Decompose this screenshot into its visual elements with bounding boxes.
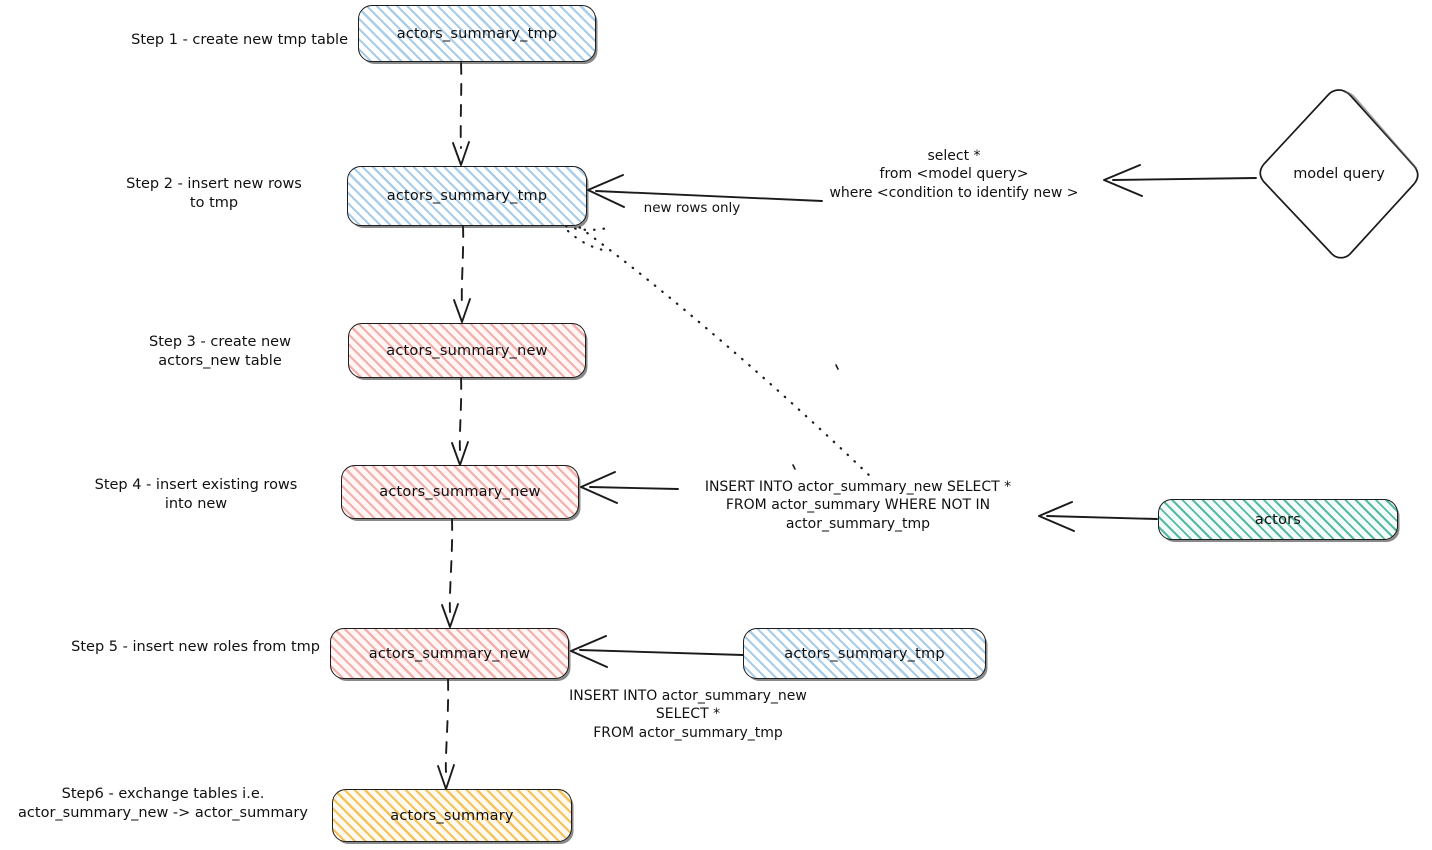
step-label-5: Step 5 - insert new roles from tmp [71,639,320,655]
edge-step5-to-step6 [437,678,455,790]
edge-modelquery-to-sql [1103,164,1257,197]
node-label: actors_summary_new [379,484,541,500]
edge-label-step4-sql: INSERT INTO actor_summary_new SELECT * F… [704,479,1012,532]
step-label-1: Step 1 - create new tmp table [131,32,348,48]
node-step5-new-table[interactable]: actors_summary_new [330,628,569,679]
step-label-2: Step 2 - insert new rows to tmp [126,176,302,212]
edge-actors-to-step4-sql [1038,501,1158,532]
step-label-6: Step6 - exchange tables i.e. actor_summa… [18,786,308,822]
node-label: actors_summary [390,807,514,824]
node-label: actors_summary_tmp [784,645,945,662]
edge-label-model-query-sql: select * from <model query> where <condi… [829,148,1079,201]
edge-step1-to-step2 [452,62,470,166]
node-label: actors_summary_new [386,342,548,359]
model-query-node[interactable]: model query [1259,90,1419,258]
edge-step2-dotted-to-step4-sql [564,220,874,480]
model-query-label: model query [1293,166,1385,182]
node-actors-source[interactable]: actors [1158,499,1398,540]
node-label: actors_summary_new [368,645,531,662]
edge-step4-to-step5 [441,518,459,628]
stray-marks [792,364,839,470]
node-step4-new-table[interactable]: actors_summary_new [341,465,579,519]
edge-step3-to-step4 [451,377,469,466]
edge-tmp-to-step5 [570,635,744,668]
node-step6-actors-summary[interactable]: actors_summary [332,789,572,842]
node-step3-new-table[interactable]: actors_summary_new [348,323,586,378]
node-label: actors_summary_tmp [396,25,558,42]
node-step5-tmp-source[interactable]: actors_summary_tmp [743,628,986,679]
node-step2-tmp-table[interactable]: actors_summary_tmp [347,166,587,226]
step-label-4: Step 4 - insert existing rows into new [94,477,298,513]
node-label: actors_summary_tmp [386,188,548,204]
edge-step2-to-step3 [453,225,471,323]
edge-step4-sql-to-step4-box [580,471,679,504]
step-label-3: Step 3 - create new actors_new table [149,334,291,370]
edge-label-new-rows-only: new rows only [643,200,741,216]
node-step1-tmp-table[interactable]: actors_summary_tmp [358,5,596,62]
edge-label-step5-sql: INSERT INTO actor_summary_new SELECT * F… [569,688,807,741]
node-label: actors [1254,511,1302,528]
